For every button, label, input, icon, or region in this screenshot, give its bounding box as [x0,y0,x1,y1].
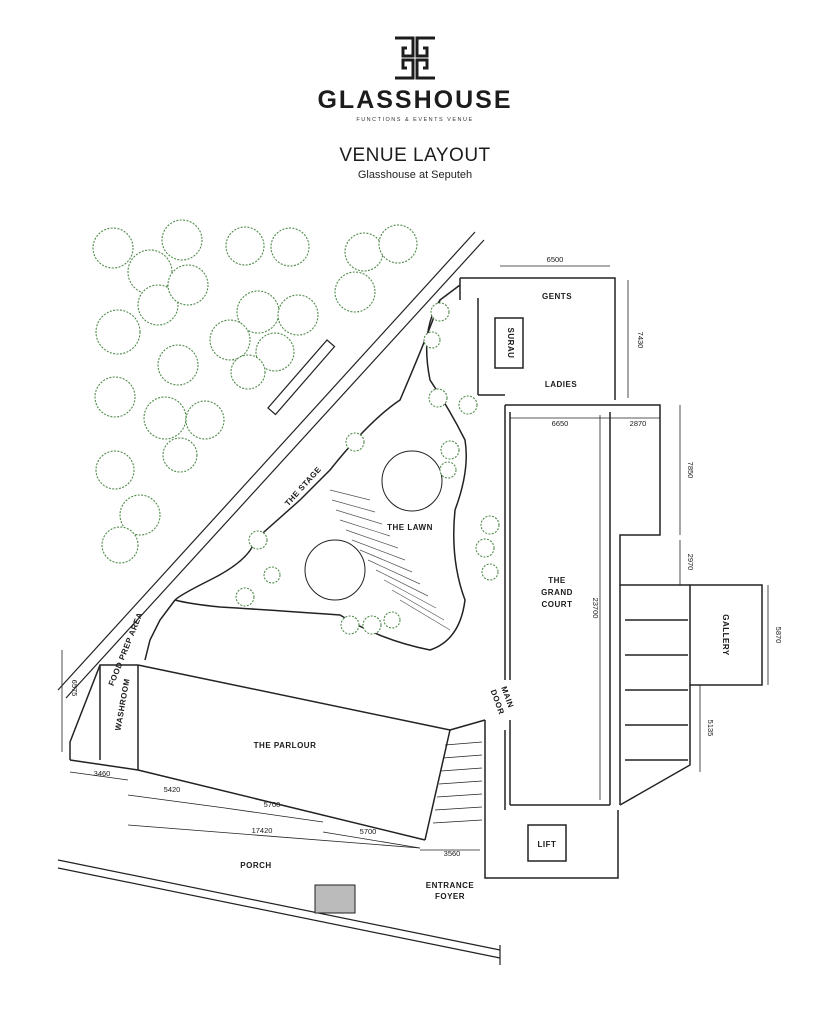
dim-2970: 2970 [686,554,695,571]
boundary-lines [57,231,501,965]
lawn-path-hatch [329,489,451,631]
dim-7430: 7430 [636,332,645,349]
dim-5420: 5420 [164,785,181,794]
label-grand-court-3: COURT [542,600,573,609]
label-food-prep: FOOD PREP AREA [107,611,145,687]
page-subtitle: Glasshouse at Seputeh [357,169,473,181]
dim-3460: 3460 [94,769,111,778]
dim-3560: 3560 [444,849,461,858]
label-parlour: THE PARLOUR [254,741,317,750]
porch-planter [314,884,356,914]
label-entrance-2: FOYER [435,892,465,901]
dim-6650: 6650 [552,419,569,428]
label-porch: PORCH [240,861,271,870]
garden-trees [235,302,500,635]
brand-tagline: FUNCTIONS & EVENTS VENUE [356,117,474,123]
dim-5870: 5870 [774,627,783,644]
label-lawn: THE LAWN [387,523,433,532]
header: GLASSHOUSE FUNCTIONS & EVENTS VENUE VENU… [0,36,830,181]
dim-5700-b: 5700 [360,827,377,836]
dim-6575: 6575 [70,680,79,697]
label-grand-court-1: THE [548,576,566,585]
trees [92,219,418,564]
dim-5135: 5135 [706,720,715,737]
label-lift: LIFT [538,840,557,849]
label-entrance-1: ENTRANCE [426,881,475,890]
dimension-lines [61,265,769,851]
label-gallery: GALLERY [721,614,730,656]
dim-7850: 7850 [686,462,695,479]
dim-17420: 17420 [252,826,273,835]
dim-5700-a: 5700 [264,800,281,809]
label-gents: GENTS [542,292,572,301]
glasshouse-logo-icon [395,36,435,80]
dim-2870: 2870 [630,419,647,428]
label-washroom: WASHROOM [114,678,132,732]
label-surau: SURAU [506,328,515,359]
lawn-features [304,450,443,601]
page-title: VENUE LAYOUT [339,145,491,166]
label-grand-court-2: GRAND [541,588,573,597]
dim-23700: 23700 [591,598,600,619]
label-ladies: LADIES [545,380,578,389]
brand-name: GLASSHOUSE [317,86,513,114]
label-stage: THE STAGE [283,465,323,508]
dim-6500: 6500 [547,255,564,264]
